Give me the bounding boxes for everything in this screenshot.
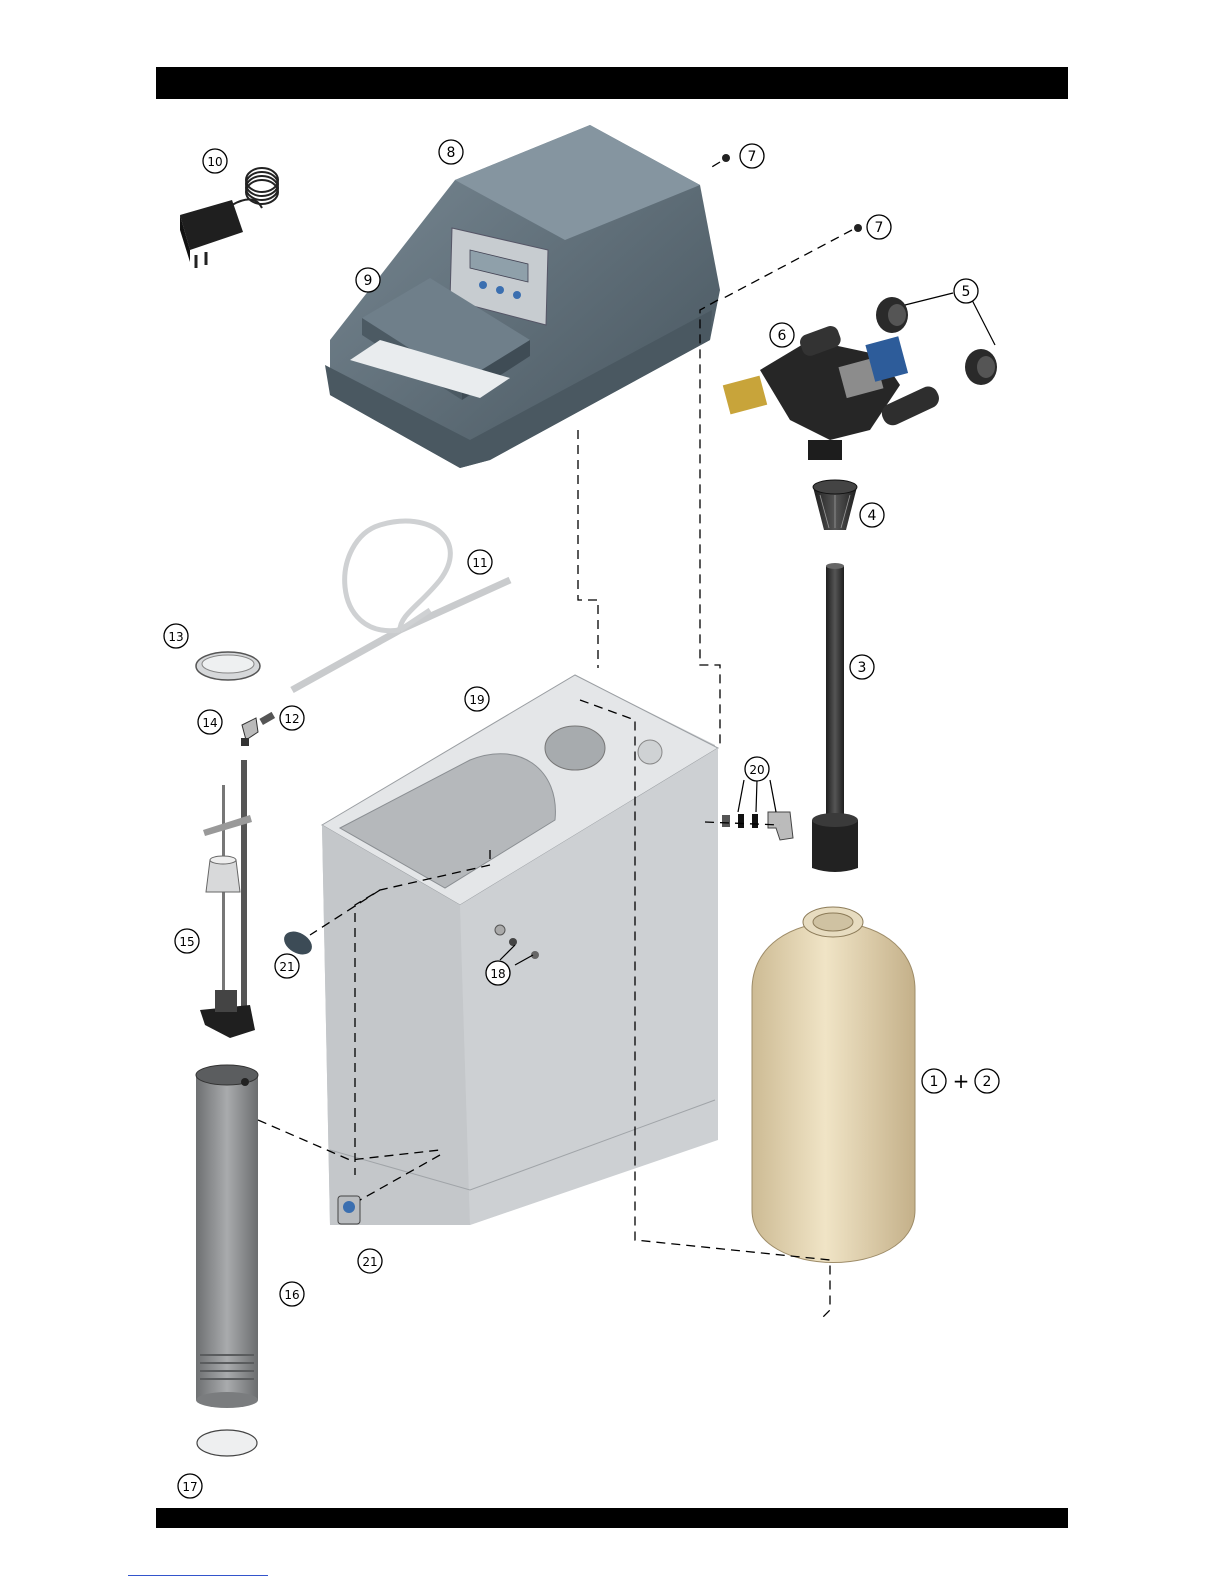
callout-c12: 12 — [280, 706, 304, 730]
callout-number: 14 — [202, 716, 217, 730]
callout-number: 16 — [284, 1288, 299, 1302]
callout-number: 20 — [749, 763, 764, 777]
callout-c2: 2 — [975, 1069, 999, 1093]
callout-number: 21 — [362, 1255, 377, 1269]
callout-c6: 6 — [770, 323, 794, 347]
callout-c11: 11 — [468, 550, 492, 574]
brine-well-cap-illustration — [197, 1430, 257, 1456]
callout-c1: 1 — [922, 1069, 946, 1093]
callout-number: 15 — [179, 935, 194, 949]
callout-number: 5 — [962, 284, 971, 300]
callout-c7a: 7 — [740, 144, 764, 168]
callout-number: 17 — [182, 1480, 197, 1494]
callout-c21b: 21 — [358, 1249, 382, 1273]
underline-link-mark — [128, 1575, 268, 1576]
callout-number: 19 — [469, 693, 484, 707]
control-valve-illustration — [723, 324, 942, 460]
fittings-illustration — [241, 712, 275, 746]
callout-number: 7 — [875, 220, 884, 236]
callout-number: 9 — [364, 273, 373, 289]
callout-number: 10 — [207, 155, 222, 169]
callout-c16: 16 — [280, 1282, 304, 1306]
callout-number: 6 — [778, 328, 787, 344]
callout-c7b: 7 — [867, 215, 891, 239]
screws-illustration — [722, 154, 862, 232]
callout-c5: 5 — [954, 279, 978, 303]
callout-c15: 15 — [175, 929, 199, 953]
plus-sign: + — [953, 1069, 970, 1093]
callout-c21a: 21 — [275, 954, 299, 978]
callout-number: 21 — [279, 960, 294, 974]
callout-c18: 18 — [486, 961, 510, 985]
callout-c14: 14 — [198, 710, 222, 734]
brine-well-illustration — [196, 1065, 258, 1408]
callout-number: 4 — [868, 508, 877, 524]
callout-number: 2 — [983, 1074, 992, 1090]
power-adapter-illustration — [180, 168, 278, 268]
callout-number: 12 — [284, 712, 299, 726]
callout-c9: 9 — [356, 268, 380, 292]
callout-c4: 4 — [860, 503, 884, 527]
callout-number: 18 — [490, 967, 505, 981]
cabinet-illustration — [322, 675, 718, 1225]
callout-number: 3 — [858, 660, 867, 676]
callout-number: 11 — [472, 556, 487, 570]
callout-c8: 8 — [439, 140, 463, 164]
callout-c3: 3 — [850, 655, 874, 679]
riser-tube-illustration — [812, 563, 858, 872]
brine-tube-illustration — [292, 521, 510, 690]
cover-illustration — [325, 113, 720, 468]
callout-c13: 13 — [164, 624, 188, 648]
filter-basket-illustration — [813, 480, 857, 530]
callout-c10: 10 — [203, 149, 227, 173]
callout-c19: 19 — [465, 687, 489, 711]
resin-tank-illustration — [752, 907, 915, 1263]
callout-number: 1 — [930, 1074, 939, 1090]
callout-number: 8 — [447, 145, 456, 161]
callout-c17: 17 — [178, 1474, 202, 1498]
callout-number: 7 — [748, 149, 757, 165]
lid-ring-illustration — [196, 652, 260, 680]
brine-valve-illustration — [200, 760, 255, 1038]
callout-number: 13 — [168, 630, 183, 644]
callout-c20: 20 — [745, 757, 769, 781]
